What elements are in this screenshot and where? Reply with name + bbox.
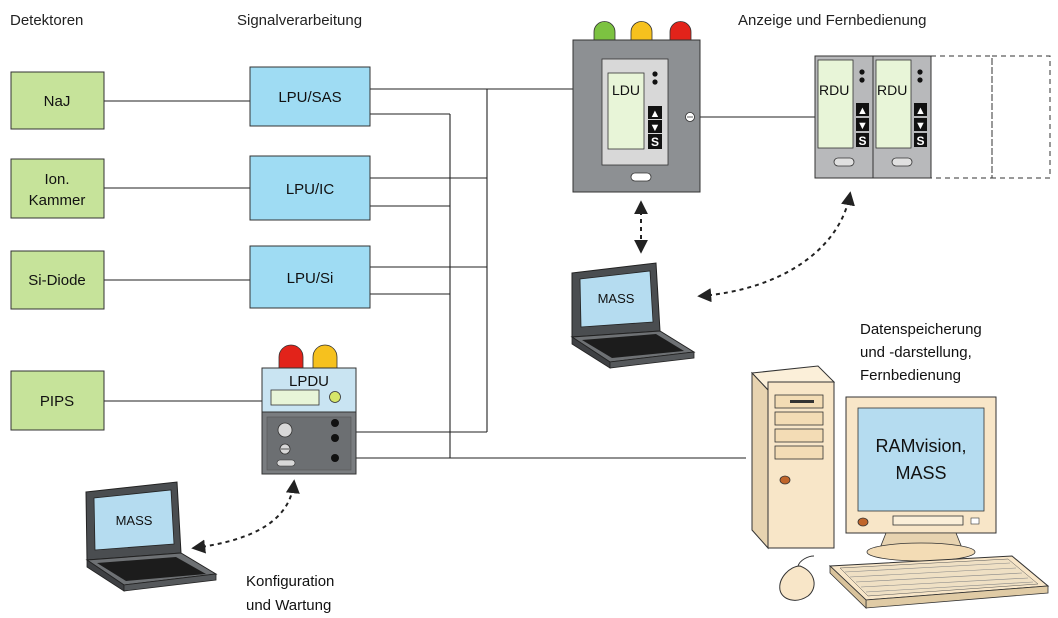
mouse-icon xyxy=(779,565,815,601)
processor-label: LPU/IC xyxy=(286,181,335,198)
dashed-links xyxy=(191,191,855,554)
workstation-caption: und -darstellung, xyxy=(860,344,972,361)
detector-label: Ion. xyxy=(44,171,69,188)
ldu-display xyxy=(607,72,645,150)
ldu-label: LDU xyxy=(612,82,640,98)
power-button-icon xyxy=(779,475,791,485)
detector-naj: NaJ xyxy=(10,71,105,130)
up-arrow-icon: ▲ xyxy=(857,105,868,117)
lpdu-label: LPDU xyxy=(289,373,329,390)
detector-label: NaJ xyxy=(44,93,71,110)
workstation: RAMvision, MASS xyxy=(750,365,1050,609)
detector-label: Kammer xyxy=(29,192,86,209)
down-arrow-icon: ▼ xyxy=(857,120,868,132)
rdu-label: RDU xyxy=(877,82,907,98)
up-arrow-icon: ▲ xyxy=(915,105,926,117)
link-lpdu-laptop xyxy=(191,479,300,554)
green-lamp-icon xyxy=(593,21,616,41)
yellow-lamp-icon xyxy=(312,344,338,370)
rdu-display xyxy=(817,59,854,149)
processor-lpu-ic: LPU/IC xyxy=(249,155,371,221)
processor-lpu-si: LPU/Si xyxy=(249,245,371,309)
header-signal-processing: Signalverarbeitung xyxy=(237,12,362,29)
select-key-icon: S xyxy=(916,134,924,148)
up-arrow-icon: ▲ xyxy=(650,108,661,120)
detector-pips: PIPS xyxy=(10,370,105,431)
rdu-unit-1: RDU ▲ ▼ S xyxy=(814,55,874,179)
select-key-icon: S xyxy=(651,135,659,149)
down-arrow-icon: ▼ xyxy=(650,122,661,134)
processor-label: LPU/SAS xyxy=(278,89,341,106)
keyboard-icon xyxy=(97,557,206,581)
rdu-placeholder-slots xyxy=(931,55,1051,179)
knob-icon xyxy=(277,422,293,438)
header-display-remote: Anzeige und Fernbedienung xyxy=(738,12,926,29)
processor-lpu-sas: LPU/SAS xyxy=(249,66,371,127)
detector-label: PIPS xyxy=(40,393,74,410)
processor-label: LPU/Si xyxy=(287,270,334,287)
connection-lines xyxy=(104,88,815,459)
select-key-icon: S xyxy=(858,134,866,148)
status-led-icon xyxy=(329,391,341,403)
maintenance-caption: Konfiguration xyxy=(246,573,334,590)
detector-ion-chamber: Ion. Kammer xyxy=(10,158,105,219)
workstation-caption: Datenspeicherung xyxy=(860,321,982,338)
workstation-caption: Fernbedienung xyxy=(860,367,961,384)
workstation-screen-label: MASS xyxy=(895,463,946,483)
monitor-screen xyxy=(857,407,985,512)
laptop-screen xyxy=(579,270,654,328)
tower-case xyxy=(767,381,835,549)
red-lamp-icon xyxy=(278,344,304,370)
down-arrow-icon: ▼ xyxy=(915,120,926,132)
link-rdu-laptop xyxy=(697,191,855,303)
rdu-label: RDU xyxy=(819,82,849,98)
lpdu-display xyxy=(270,389,320,406)
laptop-label: MASS xyxy=(598,291,635,306)
maintenance-caption: und Wartung xyxy=(246,597,331,614)
detector-label: Si-Diode xyxy=(28,272,86,289)
red-lamp-icon xyxy=(669,21,692,41)
rdu-unit-2: RDU ▲ ▼ S xyxy=(872,55,932,179)
rdu-display xyxy=(875,59,912,149)
laptop-bottom: MASS xyxy=(85,481,218,592)
laptop-top: MASS xyxy=(570,262,696,369)
header-detectors: Detektoren xyxy=(10,12,83,29)
lpdu-unit: LPDU xyxy=(261,344,357,475)
ldu-unit: LDU ▲ ▼ S xyxy=(572,21,701,193)
laptop-screen xyxy=(93,489,175,551)
yellow-lamp-icon xyxy=(630,21,653,41)
keyboard-icon xyxy=(582,334,684,358)
workstation-screen-label: RAMvision, xyxy=(875,436,966,456)
laptop-label: MASS xyxy=(116,513,153,528)
detector-si-diode: Si-Diode xyxy=(10,250,105,310)
